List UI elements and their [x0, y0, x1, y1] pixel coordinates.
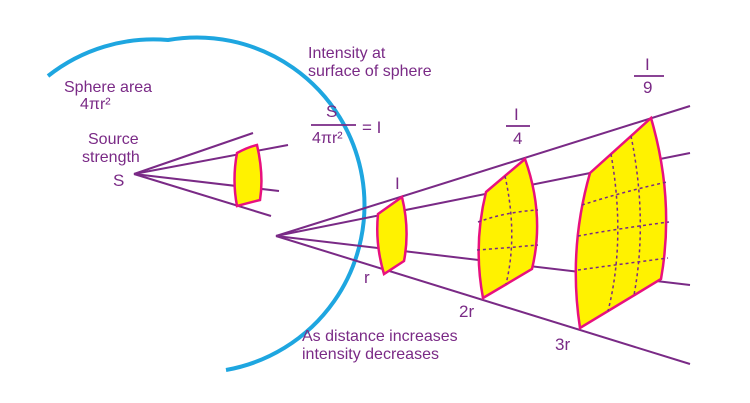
cone-ray — [275, 235, 691, 365]
sphere-arc — [46, 35, 367, 372]
caption-line2: intensity decreases — [302, 346, 439, 363]
intensity-label-2r-numerator: I — [514, 105, 519, 124]
sphere-area-formula: 4πr² — [80, 96, 111, 113]
distance-label-2r: 2r — [459, 302, 474, 321]
patch-2r — [476, 156, 539, 300]
intensity-label-2r-denominator: 4 — [513, 129, 522, 148]
distance-label-r: r — [364, 268, 370, 287]
intensity-label-3r-numerator: I — [645, 55, 650, 74]
sphere-surface-patch — [233, 143, 263, 208]
title-line1: Intensity at — [308, 45, 386, 62]
patch-r — [376, 194, 408, 276]
source-ray — [133, 132, 254, 175]
source-ray — [133, 173, 272, 217]
equation-numerator: S — [326, 102, 337, 121]
caption-line1: As distance increases — [302, 328, 458, 345]
intensity-label-3r-denominator: 9 — [643, 78, 652, 97]
title-line2: surface of sphere — [308, 63, 432, 80]
source-ray — [133, 144, 289, 175]
equation-result: = I — [362, 118, 381, 137]
distance-label-3r: 3r — [555, 335, 570, 354]
source-label-line2: strength — [82, 149, 140, 166]
source-rays — [133, 132, 289, 217]
source-label-line1: Source — [88, 131, 139, 148]
source-symbol: S — [113, 171, 124, 190]
patch-3r — [574, 115, 670, 331]
intensity-label-r: I — [395, 174, 400, 193]
sphere-area-label: Sphere area — [64, 79, 152, 96]
equation-denominator: 4πr² — [312, 130, 343, 147]
cone-ray — [275, 105, 691, 237]
